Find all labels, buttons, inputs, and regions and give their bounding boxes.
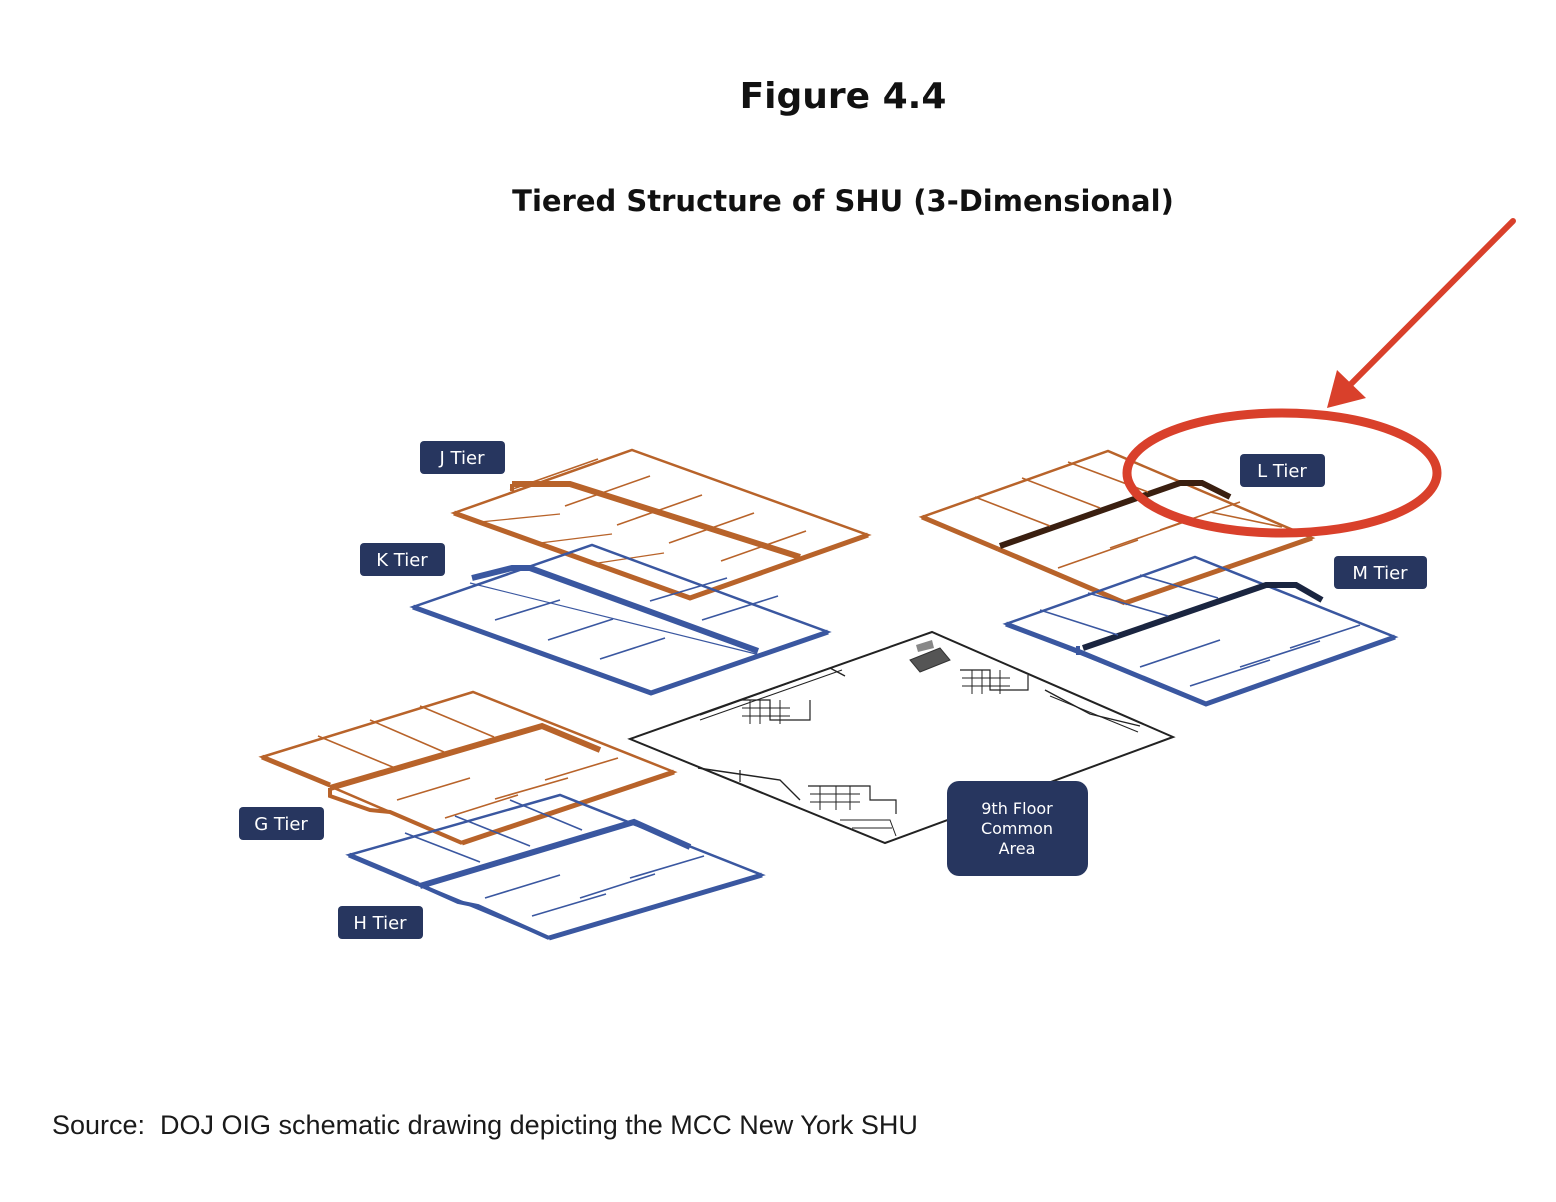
common-area-line-1: 9th Floor (981, 799, 1053, 818)
figure-title: Tiered Structure of SHU (3-Dimensional) (512, 184, 1174, 218)
tier-label-g: G Tier (239, 807, 324, 840)
l-tier-highlight-annotation (1122, 218, 1516, 538)
tier-label-l: L Tier (1240, 454, 1325, 487)
tier-label-g-text: G Tier (254, 814, 308, 835)
j-tier-structure (450, 448, 872, 601)
g-tier-structure (258, 690, 678, 846)
highlight-circle (1122, 408, 1442, 538)
tier-label-j-text: J Tier (439, 448, 486, 469)
common-area-line-3: Area (999, 839, 1036, 858)
k-tier-structure (409, 543, 832, 696)
common-area-line-2: Common (981, 819, 1053, 838)
m-tier-structure (1002, 555, 1399, 707)
tier-label-k-text: K Tier (376, 550, 428, 571)
tier-label-l-text: L Tier (1257, 461, 1307, 482)
tier-label-m-text: M Tier (1352, 563, 1408, 584)
highlight-arrow-shaft (1342, 218, 1516, 393)
figure-number: Figure 4.4 (739, 76, 947, 117)
common-area-structure (627, 630, 1176, 845)
tier-label-j: J Tier (420, 441, 505, 474)
common-area-label: 9th Floor Common Area (947, 781, 1088, 876)
h-tier-structure (345, 793, 766, 941)
tier-label-m: M Tier (1334, 556, 1427, 589)
highlight-arrow-head (1327, 370, 1366, 408)
figure-source: Source: DOJ OIG schematic drawing depict… (52, 1110, 918, 1140)
tier-label-h: H Tier (338, 906, 423, 939)
tier-label-h-text: H Tier (353, 913, 407, 934)
l-tier-structure (918, 449, 1316, 606)
tier-label-k: K Tier (360, 543, 445, 576)
